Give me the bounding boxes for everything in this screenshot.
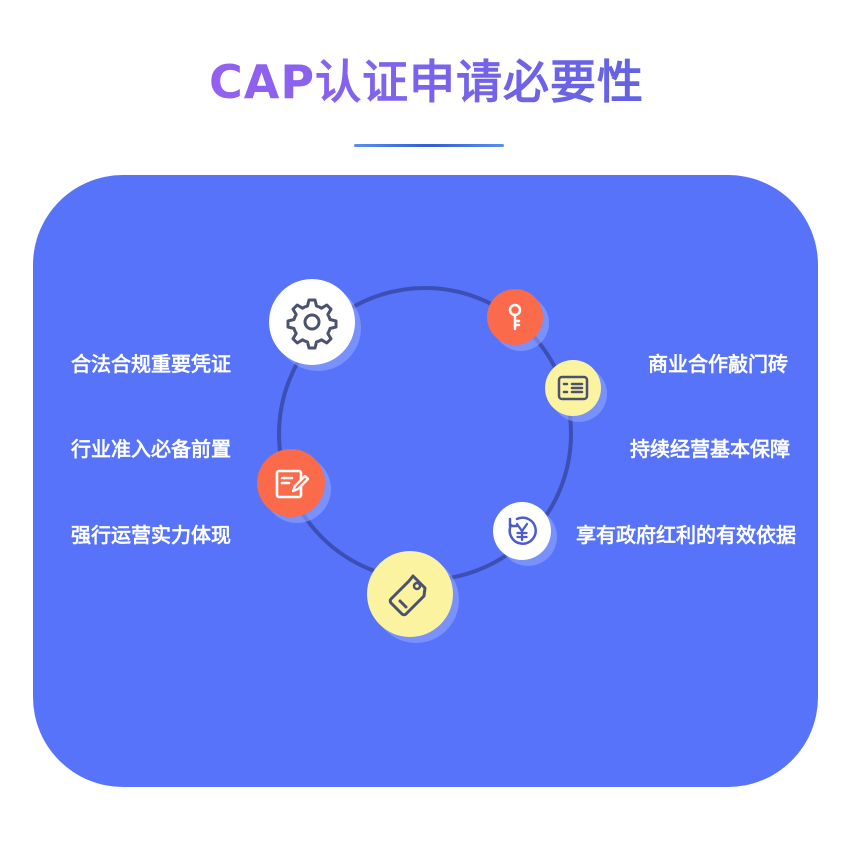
edit-note-icon [275, 469, 310, 499]
left-item-1: 合法合规重要凭证 [71, 352, 231, 376]
id-card-icon [557, 375, 589, 401]
cycle-ring [277, 286, 573, 582]
node-gear [269, 279, 355, 365]
price-tag-icon [388, 574, 427, 617]
content-panel: 合法合规重要凭证 行业准入必备前置 强行运营实力体现 商业合作敲门砖 持续经营基… [33, 175, 818, 787]
node-yen [493, 502, 551, 560]
gear-icon [286, 298, 338, 350]
node-edit [257, 449, 325, 517]
right-item-1: 商业合作敲门砖 [648, 352, 788, 376]
left-item-2: 行业准入必备前置 [71, 437, 231, 461]
right-item-3: 享有政府红利的有效依据 [576, 523, 796, 547]
right-item-2: 持续经营基本保障 [630, 437, 790, 461]
yen-refresh-icon [508, 516, 537, 545]
node-key [487, 289, 543, 345]
left-item-3: 强行运营实力体现 [71, 523, 231, 547]
page-title: CAP认证申请必要性 [0, 52, 853, 112]
node-id-card [545, 360, 601, 416]
node-price-tag [367, 551, 453, 637]
key-icon [508, 303, 522, 331]
title-underline [354, 144, 504, 147]
